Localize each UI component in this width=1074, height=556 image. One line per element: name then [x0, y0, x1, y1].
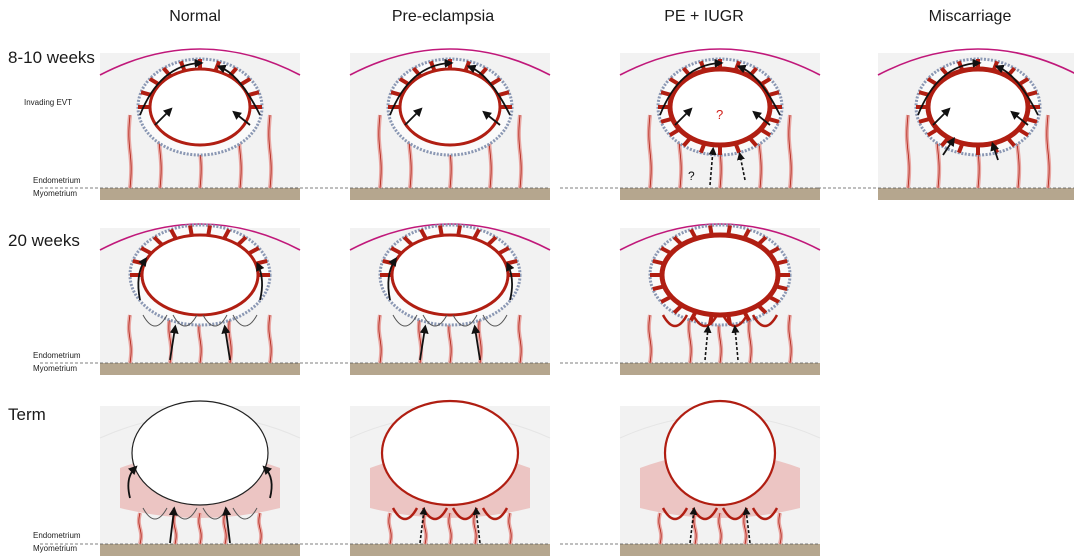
- panel-pe-iugr-8-10-weeks: ??: [620, 45, 820, 200]
- panel-pe-iugr-term: [620, 398, 820, 556]
- column-header-normal: Normal: [95, 8, 295, 26]
- fetal-sac: [665, 401, 775, 505]
- gestational-sac: [928, 69, 1028, 145]
- gestational-sac: [142, 235, 258, 315]
- panel-pre-eclampsia-term: [350, 398, 550, 556]
- myometrium-band: [100, 188, 300, 200]
- chorionic-villus: [506, 261, 518, 264]
- panel-normal-20-weeks: [100, 220, 300, 375]
- question-mark-red: ?: [716, 107, 723, 122]
- row-header-20-weeks: 20 weeks: [8, 231, 80, 251]
- gestational-sac: [392, 235, 508, 315]
- row-header-8-10-weeks: 8-10 weeks: [8, 48, 95, 68]
- myometrium-band: [620, 188, 820, 200]
- column-header-miscarriage: Miscarriage: [870, 8, 1070, 26]
- panel-normal-8-10-weeks: [100, 45, 300, 200]
- fetal-sac: [382, 401, 518, 505]
- panel-normal-term: [100, 398, 300, 556]
- chorionic-villus: [256, 261, 268, 264]
- myometrium-band: [350, 544, 550, 556]
- myometrium-label-row3: Myometrium: [33, 544, 77, 553]
- myometrium-label-row1: Myometrium: [33, 189, 77, 198]
- column-header-pre-eclampsia: Pre-eclampsia: [343, 8, 543, 26]
- column-header-pe-iugr: PE + IUGR: [604, 8, 804, 26]
- gestational-sac: [662, 235, 778, 315]
- myometrium-band: [100, 544, 300, 556]
- panel-pre-eclampsia-8-10-weeks: [350, 45, 550, 200]
- gestational-sac: [400, 69, 500, 145]
- panel-pre-eclampsia-20-weeks: [350, 220, 550, 375]
- myometrium-band: [350, 188, 550, 200]
- myometrium-band: [620, 544, 820, 556]
- myometrium-band: [620, 363, 820, 375]
- fetal-sac: [132, 401, 268, 505]
- myometrium-label-row2: Myometrium: [33, 364, 77, 373]
- row-header-term: Term: [8, 405, 46, 425]
- gestational-sac: [150, 69, 250, 145]
- endometrium-label-row1: Endometrium: [33, 176, 81, 185]
- myometrium-band: [100, 363, 300, 375]
- endometrium-label-row2: Endometrium: [33, 351, 81, 360]
- endometrium-label-row3: Endometrium: [33, 531, 81, 540]
- panel-miscarriage-8-10-weeks: [878, 45, 1074, 200]
- panel-pe-iugr-20-weeks: [620, 220, 820, 375]
- myometrium-band: [878, 188, 1074, 200]
- question-mark-black: ?: [688, 169, 695, 183]
- invading-evt-label: Invading EVT: [24, 98, 72, 107]
- myometrium-band: [350, 363, 550, 375]
